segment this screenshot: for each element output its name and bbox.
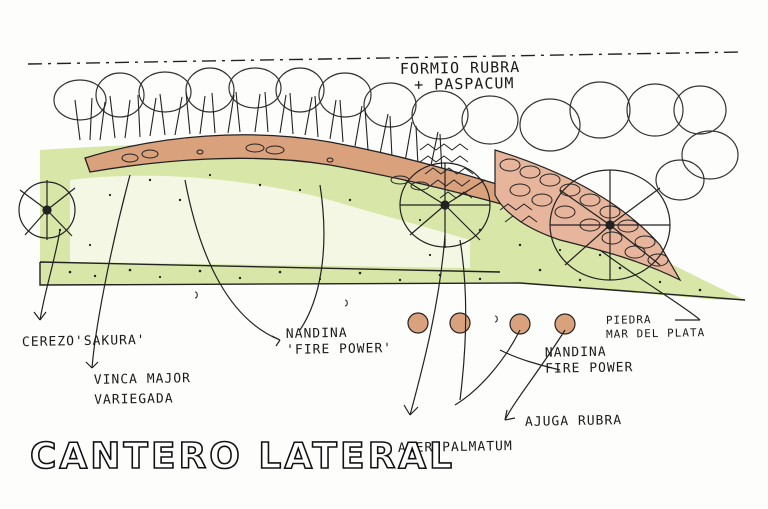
acer-tree-symbol	[399, 162, 491, 248]
label-nandina-1-line2: 'FIRE POWER'	[286, 341, 393, 358]
plant-dots	[407, 312, 576, 335]
bed-outline	[39, 261, 746, 301]
leader-lines	[33, 174, 701, 421]
label-nandina-2-line1: NANDINA	[544, 344, 607, 361]
small-marks	[194, 291, 498, 323]
right-tree-symbol	[549, 169, 671, 281]
label-cerezo: CEREZO'SAKURA'	[21, 332, 146, 351]
label-formio-line2: + PASPACUM	[413, 74, 515, 94]
cherry-tree-symbol	[18, 180, 76, 240]
label-nandina-1-line1: NANDINA	[285, 325, 348, 342]
label-piedra: PIEDRA MAR DEL PLATA	[606, 312, 706, 342]
label-vinca-line1: VINCA MAJOR	[93, 371, 192, 388]
label-ajuga: AJUGA RUBRA	[524, 413, 623, 430]
label-nandina-2: NANDINA FIRE POWER	[545, 344, 634, 378]
label-vinca: VINCA MAJOR VARIEGADA	[94, 371, 192, 409]
top-dashed-line	[27, 51, 741, 65]
label-vinca-line2: VARIEGADA	[94, 391, 174, 408]
grass-spikes	[74, 91, 443, 175]
label-nandina-1: NANDINA 'FIRE POWER'	[286, 325, 392, 359]
label-piedra-line2: MAR DEL PLATA	[606, 326, 706, 341]
label-formio: FORMIO RUBRA + PASPACUM	[400, 58, 521, 94]
bed-light-zone	[70, 175, 470, 268]
label-nandina-2-line2: FIRE POWER	[545, 360, 634, 377]
sketch-title: CANTERO LATERAL	[29, 435, 456, 478]
